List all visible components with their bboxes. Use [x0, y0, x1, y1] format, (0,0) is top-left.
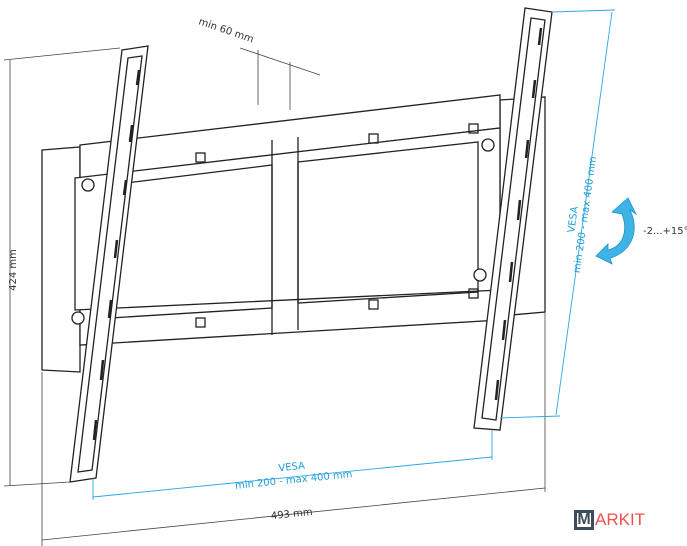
markit-logo: M ARKIT: [574, 510, 645, 530]
left-tilt-arm: [69, 45, 149, 483]
tilt-arrow-icon: -2...+15°: [595, 197, 687, 265]
right-tilt-arm: [473, 7, 553, 431]
depth-dimension: min 60 mm: [197, 16, 321, 110]
width-dimension: 493 mm: [41, 312, 546, 546]
width-label: 493 mm: [270, 507, 313, 522]
tilt-label: -2...+15°: [643, 226, 687, 237]
wall-plate: [41, 94, 546, 373]
depth-label: min 60 mm: [197, 16, 255, 45]
vesa-vertical-title: VESA: [566, 206, 581, 234]
vesa-horizontal-dimension: VESA min 200 - max 400 mm: [92, 430, 493, 500]
logo-initial: M: [574, 510, 594, 530]
logo-text: ARKIT: [595, 510, 646, 529]
vesa-horizontal-title: VESA: [278, 461, 306, 475]
height-label: 424 mm: [8, 249, 19, 291]
height-dimension: 424 mm: [3, 47, 121, 487]
